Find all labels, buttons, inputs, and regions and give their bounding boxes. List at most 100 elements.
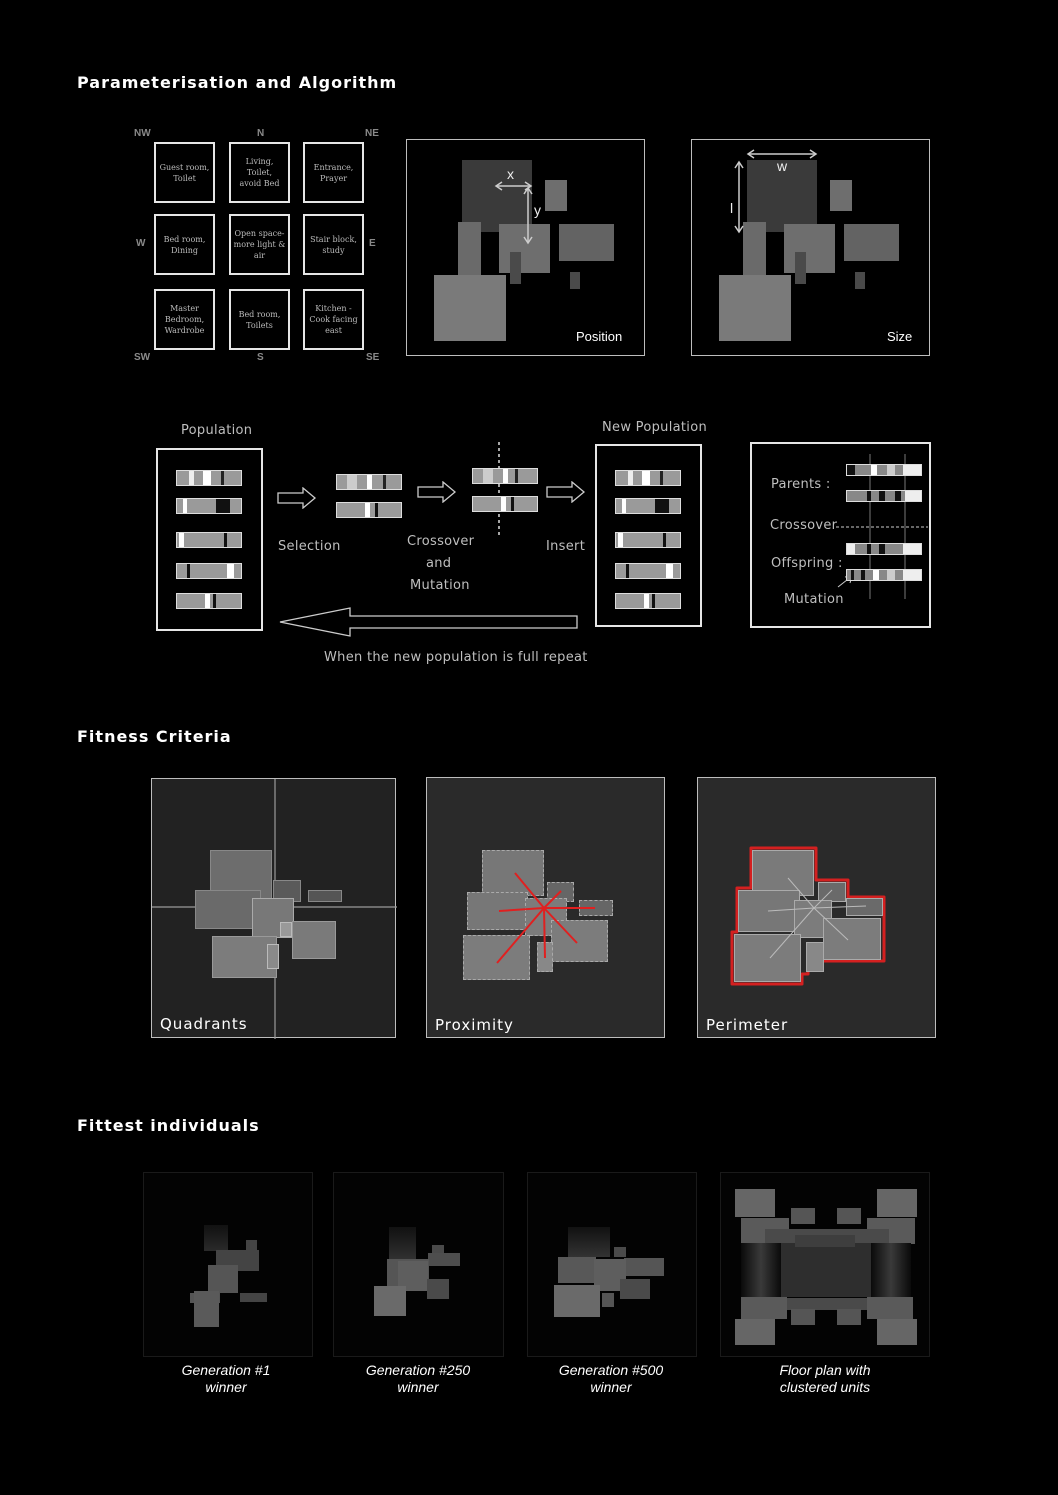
quadrants-label: Quadrants bbox=[160, 1015, 248, 1033]
new-population-box bbox=[595, 444, 702, 627]
generation-250-caption: Generation #250 winner bbox=[365, 1362, 471, 1395]
legend-mutation: Mutation bbox=[784, 592, 844, 607]
room-block bbox=[830, 180, 852, 211]
w-label: w bbox=[777, 158, 788, 174]
crossover-point-line bbox=[498, 442, 500, 538]
compass-w: W bbox=[136, 238, 146, 249]
arrow-left-icon bbox=[279, 607, 578, 637]
room-block bbox=[844, 224, 899, 261]
room-block bbox=[482, 850, 544, 896]
proximity-lines bbox=[496, 872, 595, 964]
room-block bbox=[747, 160, 817, 232]
population-box bbox=[156, 448, 263, 631]
room-block bbox=[280, 922, 292, 937]
legend-box: Parents : Crossover Offspring : Mutation bbox=[750, 442, 931, 628]
grid-cell-w: Bed room, Dining bbox=[154, 214, 215, 275]
room-block bbox=[570, 272, 580, 289]
arrow-right-icon bbox=[277, 487, 317, 509]
chromosome bbox=[846, 543, 922, 555]
perimeter-ray-group bbox=[767, 877, 867, 959]
room-block bbox=[545, 180, 567, 211]
perimeter-rays bbox=[767, 877, 867, 959]
room-block bbox=[741, 1243, 781, 1301]
chromosome bbox=[615, 498, 681, 514]
room-block bbox=[374, 1286, 406, 1316]
chromosome bbox=[176, 563, 242, 579]
generation-500-caption: Generation #500 winner bbox=[558, 1362, 664, 1395]
grid-cell-nw: Guest room, Toilet bbox=[154, 142, 215, 203]
compass-sw: SW bbox=[134, 352, 151, 363]
room-block bbox=[240, 1293, 267, 1302]
room-block bbox=[510, 252, 521, 284]
room-block bbox=[795, 252, 806, 284]
room-block bbox=[781, 1243, 871, 1297]
room-block bbox=[877, 1189, 917, 1217]
room-block bbox=[877, 1319, 917, 1345]
chromosome bbox=[615, 532, 681, 548]
room-block bbox=[458, 222, 481, 278]
room-block bbox=[427, 1279, 449, 1299]
and-label: and bbox=[426, 556, 452, 571]
compass-nw: NW bbox=[134, 128, 151, 139]
arrow-right-icon bbox=[417, 481, 457, 503]
room-block bbox=[791, 1208, 815, 1224]
position-label: Position bbox=[576, 329, 623, 344]
room-block bbox=[204, 1225, 228, 1251]
floor-plan-caption: Floor plan with clustered units bbox=[779, 1362, 871, 1395]
room-block bbox=[463, 935, 530, 980]
chromosome bbox=[176, 498, 242, 514]
room-block bbox=[791, 1309, 815, 1325]
chromosome bbox=[336, 502, 402, 518]
legend-parents: Parents : bbox=[771, 477, 831, 492]
room-block bbox=[620, 1279, 650, 1299]
room-block bbox=[559, 224, 614, 261]
grid-cell-e: Stair block, study bbox=[303, 214, 364, 275]
arrow-right-icon bbox=[546, 481, 586, 503]
room-block bbox=[499, 224, 550, 273]
chromosome bbox=[615, 470, 681, 486]
room-block bbox=[784, 224, 835, 273]
perimeter-label: Perimeter bbox=[706, 1016, 789, 1034]
room-block bbox=[208, 1265, 238, 1293]
proximity-line-group bbox=[496, 872, 595, 964]
proximity-panel: Proximity bbox=[426, 777, 665, 1038]
y-label: y bbox=[534, 202, 541, 218]
room-block bbox=[735, 1319, 775, 1345]
room-block bbox=[267, 944, 279, 969]
room-block bbox=[624, 1258, 664, 1276]
size-arrows bbox=[734, 149, 818, 234]
room-block bbox=[806, 942, 824, 972]
compass-ne: NE bbox=[365, 128, 379, 139]
chromosome bbox=[176, 532, 242, 548]
legend-offspring: Offspring : bbox=[771, 556, 843, 571]
room-block bbox=[428, 1253, 460, 1266]
section-title-fittest: Fittest individuals bbox=[77, 1116, 260, 1135]
grid-cell-sw: Master Bedroom, Wardrobe bbox=[154, 289, 215, 350]
generation-250-panel bbox=[333, 1172, 504, 1357]
grid-cell-n: Living, Toilet, avoid Bed bbox=[229, 142, 290, 203]
floor-plan-panel bbox=[720, 1172, 930, 1357]
room-block bbox=[551, 920, 608, 962]
room-block bbox=[195, 890, 261, 929]
proximity-label: Proximity bbox=[435, 1016, 514, 1034]
crossover-label: Crossover bbox=[407, 534, 475, 549]
room-block bbox=[308, 890, 342, 902]
room-block bbox=[743, 222, 766, 278]
generation-1-caption: Generation #1 winner bbox=[181, 1362, 271, 1395]
compass-s: S bbox=[257, 352, 264, 363]
room-block bbox=[568, 1227, 610, 1257]
chromosome bbox=[615, 593, 681, 609]
room-block bbox=[462, 160, 532, 232]
chromosome bbox=[336, 474, 402, 490]
room-block bbox=[741, 1297, 787, 1319]
chromosome bbox=[176, 470, 242, 486]
room-block bbox=[837, 1309, 861, 1325]
room-block bbox=[837, 1208, 861, 1224]
room-block bbox=[389, 1227, 416, 1259]
x-label: x bbox=[507, 166, 514, 182]
quadrants-panel: Quadrants bbox=[151, 778, 397, 1039]
grid-cell-ne: Entrance, Prayer bbox=[303, 142, 364, 203]
room-block bbox=[719, 275, 791, 341]
chromosome bbox=[846, 490, 922, 502]
room-block bbox=[765, 1298, 889, 1310]
